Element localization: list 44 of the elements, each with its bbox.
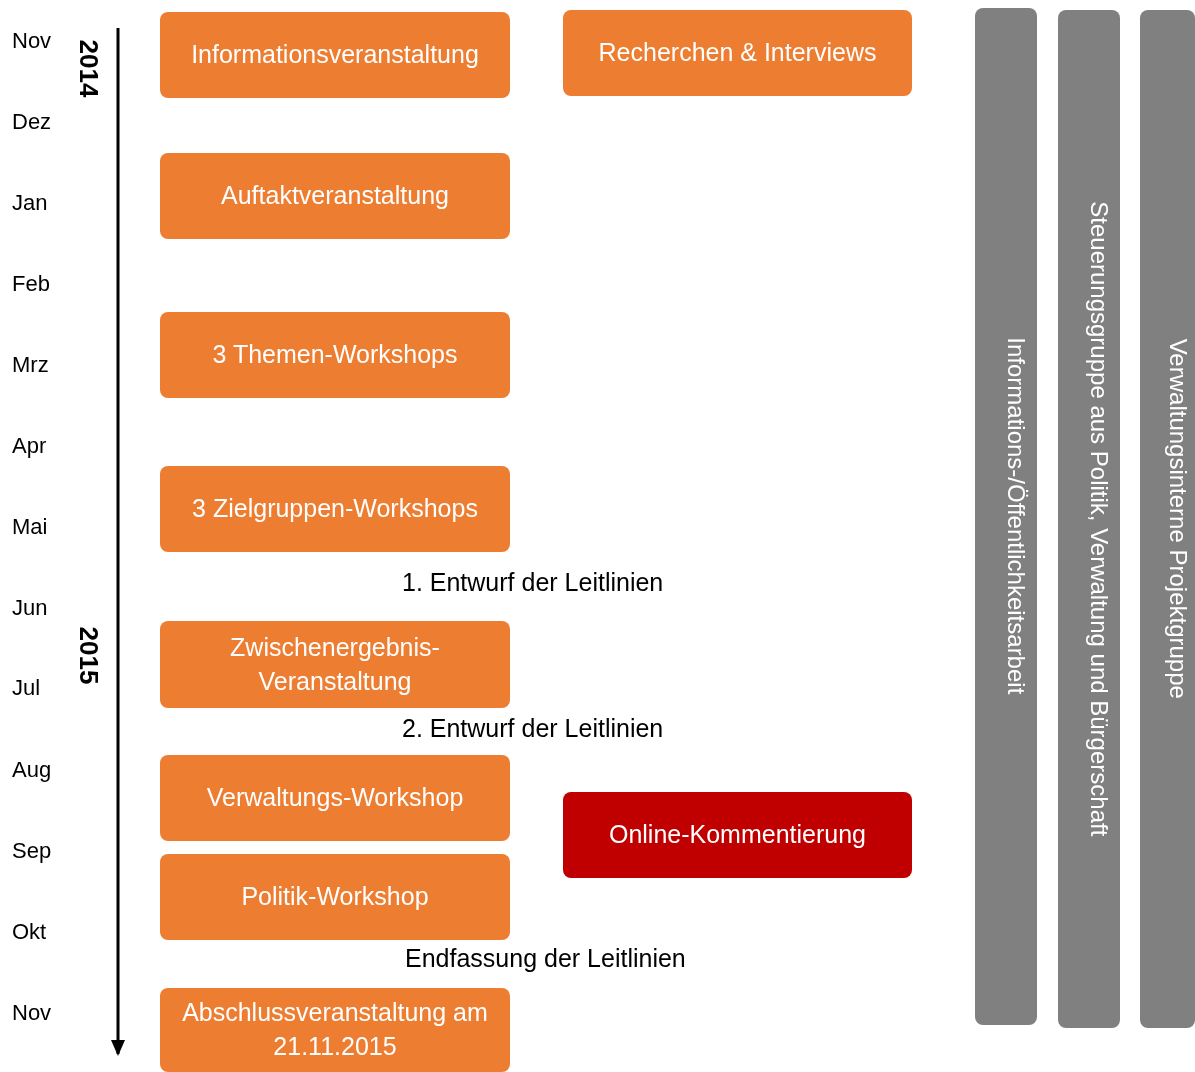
- month-label: Mai: [12, 514, 48, 540]
- phase-box: [160, 153, 510, 239]
- month-label: Apr: [12, 433, 47, 459]
- milestone-label: 1. Entwurf der Leitlinien: [402, 568, 664, 597]
- track-label: Informations-/Öffentlichkeitsarbeit: [1002, 336, 1030, 697]
- month-label: Jun: [12, 595, 48, 621]
- year-label: 2014: [72, 38, 104, 99]
- track-bar: [1058, 10, 1120, 1028]
- phase-label: Informationsveranstaltung: [190, 39, 480, 71]
- phase-box: [160, 466, 510, 552]
- month-label: Mrz: [12, 352, 49, 378]
- year-label: 2015: [72, 625, 104, 686]
- month-label: Aug: [12, 757, 52, 783]
- phase-box: [160, 621, 510, 708]
- phase-label: Online-Kommentierung: [607, 819, 868, 851]
- track-label: Verwaltungsinterne Projektgruppe: [1163, 337, 1192, 701]
- milestone-label: Endfassung der Leitlinien: [405, 944, 686, 973]
- month-label: Nov: [12, 1000, 52, 1026]
- phase-box: [160, 854, 510, 940]
- month-label: Sep: [12, 838, 52, 864]
- month-label: Jan: [12, 190, 48, 216]
- phase-label: Auftaktveranstaltung: [220, 180, 450, 212]
- phase-box: [160, 12, 510, 98]
- month-label: Jul: [12, 675, 41, 701]
- milestone-label: 2. Entwurf der Leitlinien: [402, 714, 664, 743]
- phase-label: Verwaltungs-Workshop: [205, 782, 465, 814]
- month-label: Nov: [12, 28, 52, 54]
- track-label: Steuerungsgruppe aus Politik, Verwaltung und Bürgerschaft: [1085, 199, 1113, 839]
- phase-label: Abschlussveranstaltung am 21.11.2015: [181, 997, 489, 1062]
- phase-label: Recherchen & Interviews: [597, 37, 878, 69]
- phase-label: Politik-Workshop: [240, 881, 430, 913]
- phase-box: [160, 312, 510, 398]
- phase-box: [160, 988, 510, 1072]
- month-label: Dez: [12, 109, 52, 135]
- month-label: Okt: [12, 919, 47, 945]
- phase-label: Zwischenergebnis-Veranstaltung: [229, 631, 441, 697]
- track-bar: [975, 8, 1037, 1025]
- phase-box: [563, 792, 912, 878]
- phase-label: 3 Themen-Workshops: [211, 339, 459, 371]
- phase-box: [160, 755, 510, 841]
- track-bar: [1140, 10, 1195, 1028]
- phase-label: 3 Zielgruppen-Workshops: [191, 493, 479, 525]
- phase-box: [563, 10, 912, 96]
- month-label: Feb: [12, 271, 50, 297]
